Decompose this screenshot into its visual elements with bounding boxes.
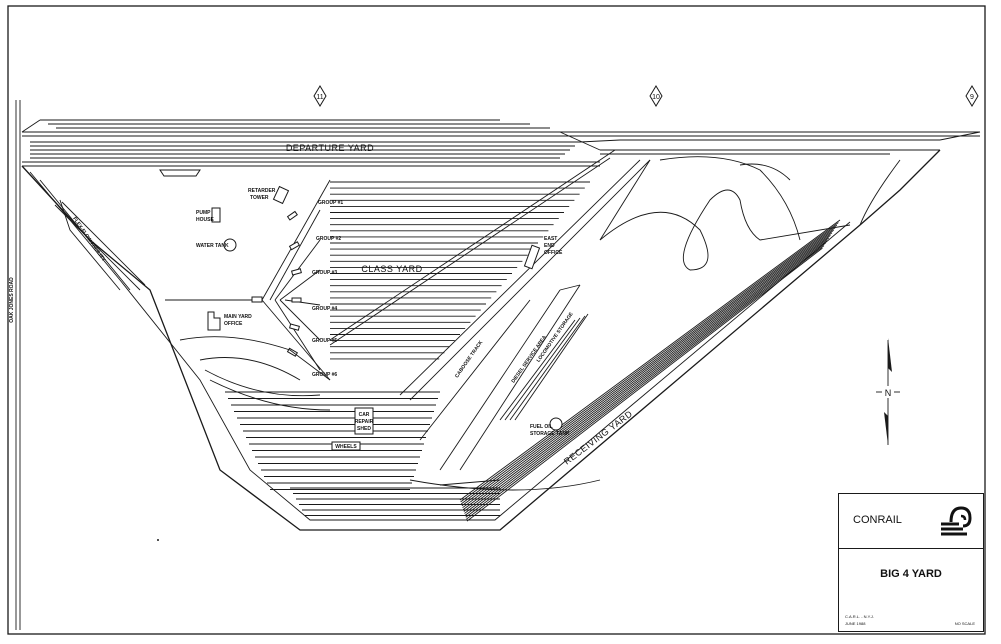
track-line — [466, 247, 823, 522]
car-repair-label-3: SHED — [357, 426, 371, 432]
track-line — [464, 237, 830, 514]
pump-house-label-2: HOUSE — [196, 217, 214, 223]
main-office-label-2: OFFICE — [224, 321, 243, 327]
road-label: OAK JONES ROAD — [9, 277, 15, 323]
receiving-yard-tracks — [459, 219, 841, 522]
drawing-scale: NO SCALE — [954, 621, 975, 626]
departure-yard-tracks — [21, 119, 981, 177]
east-diagonals — [329, 149, 651, 491]
stray-dot — [157, 539, 159, 541]
drawn-by: C.A.R.L. - N.Y.J. — [845, 614, 875, 619]
marker-9: 9 — [965, 85, 979, 107]
track-line — [459, 219, 841, 501]
pump-house — [211, 207, 221, 223]
pump-house-label-1: PUMP — [196, 210, 211, 216]
departure-yard-label: DEPARTURE YARD — [286, 143, 374, 153]
group-5-label: GROUP #5 — [312, 338, 337, 344]
track-line — [461, 224, 838, 505]
track-line — [465, 242, 826, 518]
car-repair-shed — [354, 407, 374, 435]
track-line — [462, 229, 834, 509]
north-label: N — [885, 388, 892, 398]
east-end-office — [523, 244, 541, 270]
svg-text:11: 11 — [316, 94, 323, 101]
title-block: CONRAIL BIG 4 YARD C.A.R.L. - N.Y.J. JUN… — [838, 493, 984, 632]
retarder-tower-label-1: RETARDER — [248, 188, 276, 194]
east-office-label-2: END — [544, 243, 555, 249]
flex-flow-facility — [54, 201, 146, 291]
track-line — [464, 240, 828, 516]
yard-outline — [21, 149, 941, 531]
conrail-logo-icon — [941, 506, 972, 536]
hump-fan — [165, 179, 331, 381]
wheels-label: WHEELS — [335, 444, 357, 450]
class-yard-label: CLASS YARD — [361, 264, 422, 274]
fuel-oil-tank — [549, 417, 563, 431]
water-tank — [223, 238, 237, 252]
group-3-label: GROUP #3 — [312, 270, 337, 276]
car-repair-label-2: REPAIR — [355, 419, 374, 425]
track-line — [463, 235, 831, 512]
svg-text:10: 10 — [652, 94, 660, 101]
wheels-building — [331, 441, 361, 451]
main-yard-office — [207, 311, 221, 331]
track-line — [466, 245, 825, 520]
hump-curves — [179, 336, 331, 411]
track-line — [460, 222, 839, 503]
car-repair-label-1: CAR — [359, 412, 370, 418]
caboose-track-label: CABOOSE TRACK — [454, 339, 484, 379]
east-office-label-3: OFFICE — [544, 250, 563, 256]
retarder-tower-label-2: TOWER — [250, 195, 269, 201]
east-loop — [599, 156, 901, 271]
track-line — [462, 232, 833, 510]
fuel-label-1: FUEL OIL — [530, 424, 553, 430]
fuel-label-2: STORAGE TANK — [530, 431, 570, 437]
flex-flow-label: FLEX-FLOW FACILITY — [71, 216, 107, 263]
water-tank-label: WATER TANK — [196, 243, 229, 249]
group-2-label: GROUP #2 — [316, 236, 341, 242]
north-arrow — [882, 338, 894, 445]
title-block-header: CONRAIL — [839, 494, 983, 549]
svg-text:9: 9 — [970, 94, 974, 101]
main-office-label-1: MAIN YARD — [224, 314, 252, 320]
class-yard-tracks — [330, 181, 590, 360]
track-line — [461, 227, 836, 507]
group-4-label: GROUP #4 — [312, 306, 337, 312]
marker-11: 11 — [313, 85, 327, 107]
sheet-border — [7, 5, 986, 635]
east-office-label-1: EAST — [544, 236, 557, 242]
company-name: CONRAIL — [853, 514, 902, 526]
group-6-label: GROUP #6 — [312, 372, 337, 378]
drawing-date: JUNE 1988 — [845, 621, 866, 626]
group-1-label: GROUP #1 — [318, 200, 343, 206]
retarder-tower — [272, 185, 290, 205]
marker-10: 10 — [649, 85, 663, 107]
drawing-title: BIG 4 YARD — [880, 568, 942, 580]
